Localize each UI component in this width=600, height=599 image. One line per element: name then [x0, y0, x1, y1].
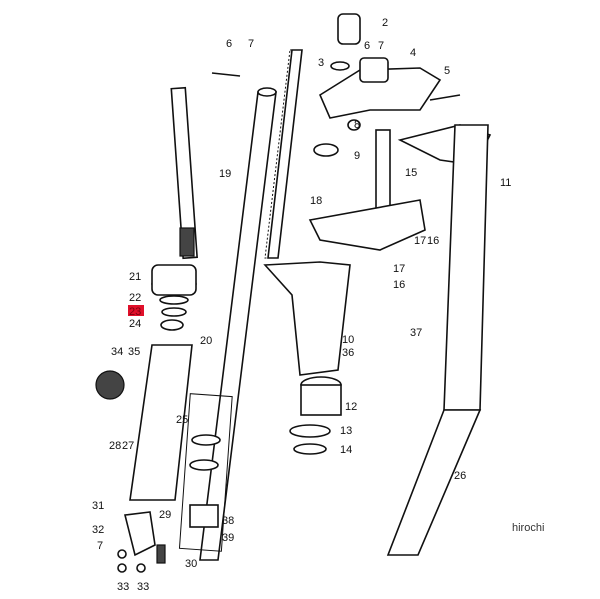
label-26: 26: [454, 470, 466, 482]
label-17: 17: [414, 235, 426, 247]
label-35: 35: [128, 346, 140, 358]
label-17b: 17: [393, 263, 405, 275]
label-16: 16: [427, 235, 439, 247]
label-7c: 7: [97, 540, 103, 552]
label-16b: 16: [393, 279, 405, 291]
steering-stem: [308, 129, 426, 251]
watermark: hirochi: [512, 522, 544, 534]
axle-holder: [117, 511, 166, 573]
label-12: 12: [345, 401, 357, 413]
stanchion-rod: [170, 86, 198, 260]
label-7: 7: [248, 38, 254, 50]
label-33: 33: [117, 581, 129, 593]
label-37: 37: [410, 327, 422, 339]
label-33b: 33: [137, 581, 149, 593]
label-15: 15: [405, 167, 417, 179]
top-bridge: [211, 13, 461, 157]
label-13: 13: [340, 425, 352, 437]
fork-spring: [264, 49, 303, 259]
label-4: 4: [410, 47, 416, 59]
label-6: 6: [226, 38, 232, 50]
label-30: 30: [185, 558, 197, 570]
label-39: 39: [222, 532, 234, 544]
label-6b: 6: [364, 40, 370, 52]
label-32: 32: [92, 524, 104, 536]
label-2: 2: [382, 17, 388, 29]
label-34: 34: [111, 346, 123, 358]
label-28: 28: [109, 440, 121, 452]
inner-tube: [199, 87, 277, 561]
label-24: 24: [129, 318, 141, 330]
highlight-box: [128, 305, 144, 316]
label-19: 19: [219, 168, 231, 180]
label-20: 20: [200, 335, 212, 347]
label-14: 14: [340, 444, 352, 456]
label-21: 21: [129, 271, 141, 283]
label-29: 29: [159, 509, 171, 521]
label-22: 22: [129, 292, 141, 304]
headlamp-bracket: [263, 261, 351, 455]
label-25: 25: [176, 414, 188, 426]
label-9: 9: [354, 150, 360, 162]
label-23-highlighted: 23: [129, 306, 141, 318]
label-11: 11: [500, 177, 511, 189]
label-31: 31: [92, 500, 104, 512]
label-27: 27: [122, 440, 134, 452]
label-18: 18: [310, 195, 322, 207]
label-7b: 7: [378, 40, 384, 52]
label-36: 36: [342, 347, 354, 359]
label-3: 3: [318, 57, 324, 69]
label-10: 10: [342, 334, 354, 346]
right-fork-leg: [386, 124, 492, 556]
left-fork-slider: [95, 264, 197, 501]
label-38: 38: [222, 515, 234, 527]
part-labels: 2 6 7 6 7 3 4 5 8 9 11 15 18 19 17 16 21…: [92, 17, 544, 593]
label-8: 8: [354, 119, 360, 131]
label-5: 5: [444, 65, 450, 77]
damper-kit: [178, 393, 233, 552]
